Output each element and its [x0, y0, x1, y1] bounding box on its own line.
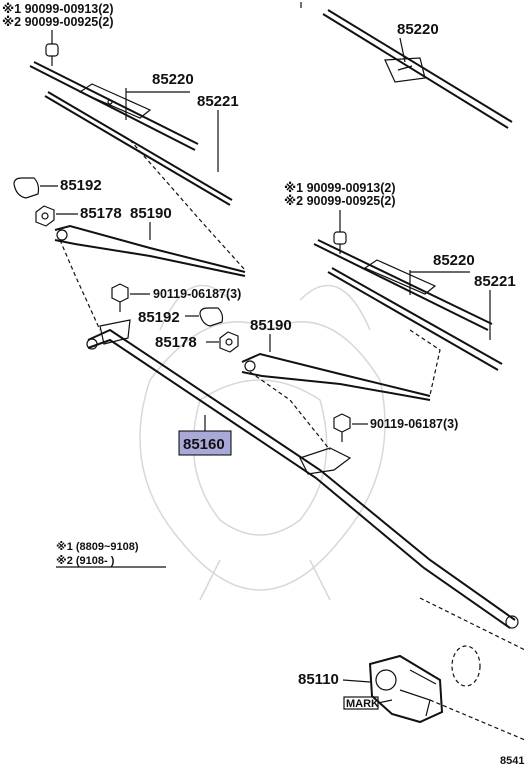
motor-85110[interactable] — [368, 654, 444, 724]
leader-85220-top — [399, 37, 406, 63]
dash-left-arm-linkage — [59, 239, 101, 331]
body-outline-1 — [419, 597, 525, 651]
note-b-1: ※1 90099-00913(2) — [284, 181, 396, 195]
blade-85220-right[interactable] — [313, 239, 493, 331]
nut-85178-mid[interactable] — [219, 331, 239, 353]
blade-85220-top[interactable] — [322, 9, 513, 129]
cap-85192-left[interactable] — [13, 177, 40, 199]
blade-85220-left[interactable] — [29, 61, 199, 151]
dash-right-blade-arm — [409, 329, 441, 396]
bolt-90119-left[interactable] — [111, 283, 129, 312]
label-85220-top: 85220 — [397, 21, 439, 38]
body-outline-2 — [429, 699, 525, 741]
label-85178-mid: 85178 — [155, 334, 197, 351]
dash-right-arm-linkage — [249, 371, 331, 451]
arm-85190-left[interactable] — [54, 224, 246, 277]
note-a-1: ※1 90099-00913(2) — [2, 2, 114, 16]
leader-mark — [377, 699, 393, 704]
label-bolt-right: 90119-06187(3) — [370, 417, 458, 431]
note-b-2: ※2 90099-00925(2) — [284, 194, 396, 208]
label-85221-left: 85221 — [197, 93, 239, 110]
screw-90099-left[interactable] — [45, 43, 59, 66]
label-85178-left: 85178 — [80, 205, 122, 222]
label-85110: 85110 — [298, 671, 339, 688]
corner-code: 8541 — [500, 755, 524, 767]
legend-1: ※1 (8809~9108) — [56, 541, 139, 553]
linkage-85160[interactable] — [86, 319, 519, 629]
label-bolt-left: 90119-06187(3) — [153, 287, 241, 301]
label-85192-left: 85192 — [60, 177, 102, 194]
leader-85220-left — [125, 88, 190, 120]
watermark-crest — [139, 284, 386, 601]
label-85192-mid: 85192 — [138, 309, 180, 326]
leader-85220-right — [409, 270, 470, 295]
nut-85178-left[interactable] — [35, 205, 55, 227]
note-a-2: ※2 90099-00925(2) — [2, 15, 114, 29]
arm-85190-right[interactable] — [241, 352, 431, 401]
blade-85221-left[interactable] — [44, 91, 233, 206]
legend-2: ※2 (9108- ) — [56, 555, 115, 567]
label-85190-left: 85190 — [130, 205, 172, 222]
leader-85110 — [342, 679, 371, 683]
label-85221-right: 85221 — [474, 273, 516, 290]
bolt-90119-right[interactable] — [333, 413, 351, 442]
label-85220-right: 85220 — [433, 252, 475, 269]
label-85160: 85160 — [183, 436, 225, 453]
label-85220-left: 85220 — [152, 71, 194, 88]
label-85190-right: 85190 — [250, 317, 292, 334]
cap-85192-mid[interactable] — [199, 307, 224, 327]
label-mark: MARK — [346, 698, 379, 710]
body-hole — [451, 645, 481, 687]
blade-85221-right[interactable] — [327, 267, 503, 371]
dash-left-blade-arm — [129, 139, 246, 271]
